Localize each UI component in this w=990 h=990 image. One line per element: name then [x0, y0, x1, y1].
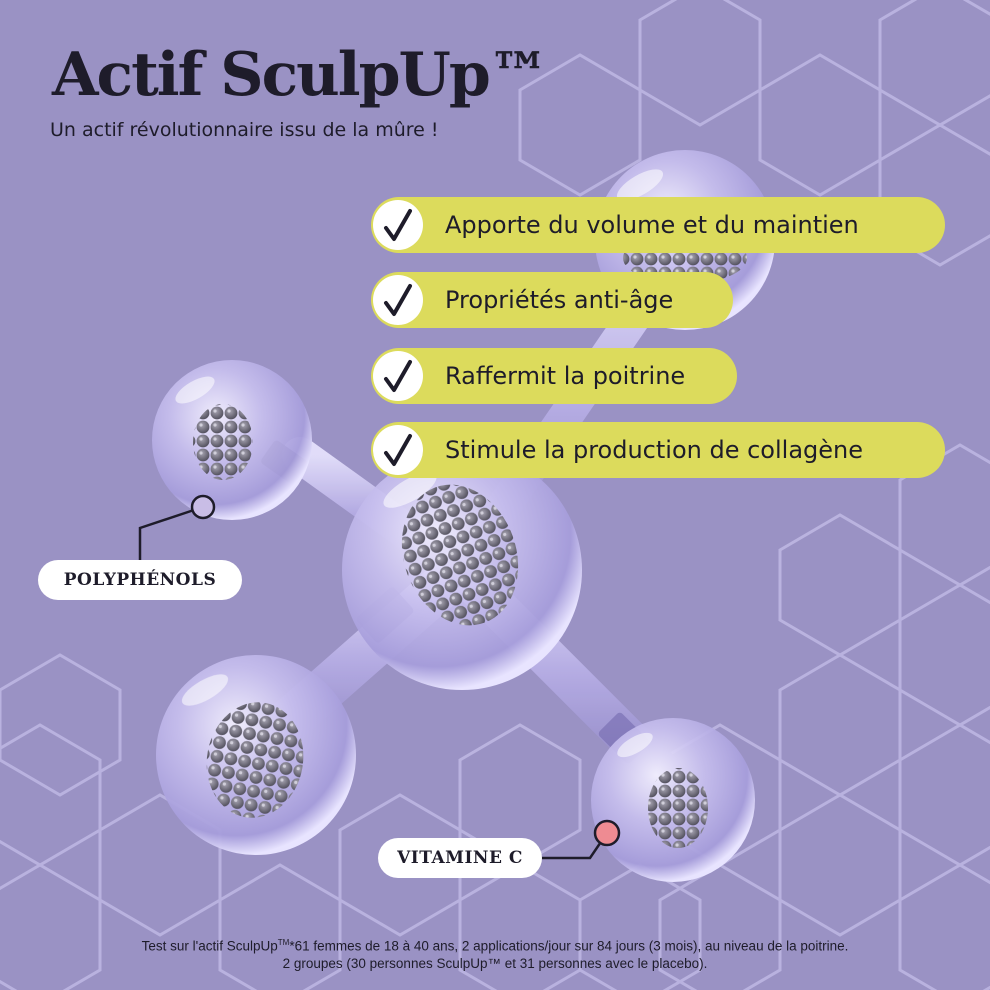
footnote-line-2: 2 groupes (30 personnes SculpUp™ et 31 p…	[282, 955, 708, 971]
checkmark-icon	[373, 351, 423, 401]
polyphenols-label: POLYPHÉNOLS	[38, 560, 242, 600]
benefit-item: Propriétés anti-âge	[371, 272, 733, 328]
checkmark-icon	[373, 425, 423, 475]
molecule-spheres	[152, 150, 775, 882]
benefit-item: Stimule la production de collagène	[371, 422, 945, 478]
checkmark-icon	[373, 275, 423, 325]
benefit-item: Apporte du volume et du maintien	[371, 197, 945, 253]
study-footnote: Test sur l'actif SculpUpTM*61 femmes de …	[60, 934, 930, 972]
polyphenols-dot	[190, 494, 216, 520]
vitamin-c-dot	[593, 819, 621, 847]
benefit-label: Raffermit la poitrine	[445, 362, 686, 390]
benefit-label: Propriétés anti-âge	[445, 286, 674, 314]
page-title: Actif SculpUp™	[52, 40, 549, 110]
benefit-label: Apporte du volume et du maintien	[445, 211, 859, 239]
polyphenols-connector	[138, 505, 204, 560]
footnote-line-1: Test sur l'actif SculpUpTM*61 femmes de …	[141, 938, 849, 954]
benefit-item: Raffermit la poitrine	[371, 348, 737, 404]
page-subtitle: Un actif révolutionnaire issu de la mûre…	[50, 119, 439, 141]
checkmark-icon	[373, 200, 423, 250]
benefit-label: Stimule la production de collagène	[445, 436, 863, 464]
vitamin-c-label: VITAMINE C	[378, 838, 542, 878]
